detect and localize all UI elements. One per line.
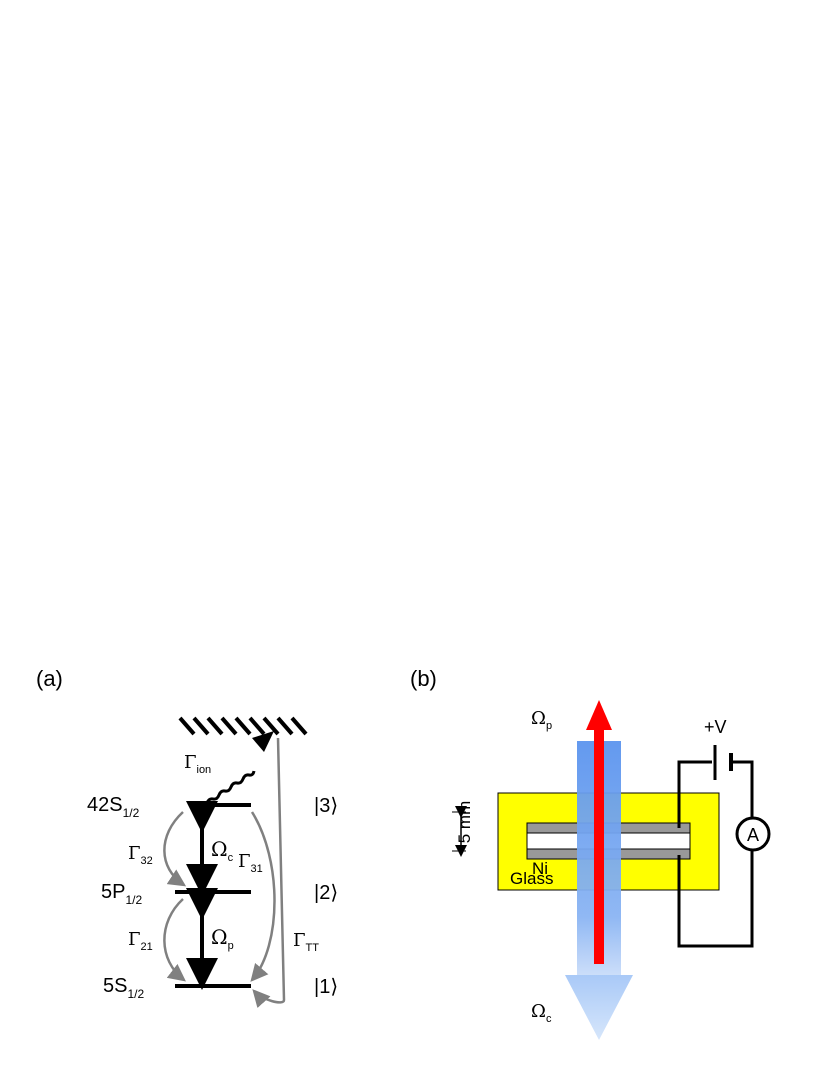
spacing-label: 5 mm — [455, 801, 474, 844]
gamma-32-label: Γ32 — [128, 843, 153, 867]
control-beam-label: Ωc — [531, 1001, 552, 1025]
glass-label: Glass — [510, 869, 553, 888]
ket-1: |1⟩ — [314, 976, 338, 998]
transit-decay-arrow — [252, 737, 286, 1009]
gamma-tt-label: ΓTT — [293, 930, 319, 954]
panel-a: (a) 42S1/2 5P1/2 5S1/2 |3⟩ |2 — [36, 666, 338, 1009]
ionization-limit — [178, 716, 310, 736]
panel-b: (b) Ni Glass Ωp Ωc +V A — [410, 666, 771, 1040]
panel-a-label: (a) — [36, 666, 63, 691]
level-2-name: 5P1/2 — [101, 881, 142, 907]
gamma-ion-label: Γion — [184, 752, 211, 776]
panel-b-label: (b) — [410, 666, 437, 691]
ket-2: |2⟩ — [314, 882, 338, 904]
probe-rabi-label: Ωp — [211, 925, 234, 952]
level-1-name: 5S1/2 — [103, 975, 144, 1001]
ni-label: Ni — [532, 859, 548, 878]
ionization-wavy-arrow — [205, 770, 256, 804]
ket-3: |3⟩ — [314, 795, 338, 817]
spacing-dimension — [452, 806, 467, 857]
gamma-31-label: Γ31 — [238, 851, 263, 875]
decay-21-arrow — [163, 898, 186, 982]
ionization-arrowhead — [252, 731, 274, 752]
gamma-21-label: Γ21 — [128, 929, 153, 953]
ammeter-circle — [735, 816, 771, 852]
decay-32-arrow — [163, 811, 187, 887]
voltage-label: +V — [704, 717, 727, 737]
control-rabi-label: Ωc — [211, 837, 234, 864]
circuit-wires — [677, 760, 754, 948]
decay-31-arrow — [250, 811, 276, 982]
probe-beam-arrowhead — [586, 700, 612, 730]
ammeter-label: A — [747, 825, 759, 845]
probe-beam-label: Ωp — [531, 708, 552, 732]
probe-beam — [594, 726, 604, 964]
control-beam-arrowhead — [565, 975, 633, 1040]
level-3-name: 42S1/2 — [87, 794, 140, 820]
